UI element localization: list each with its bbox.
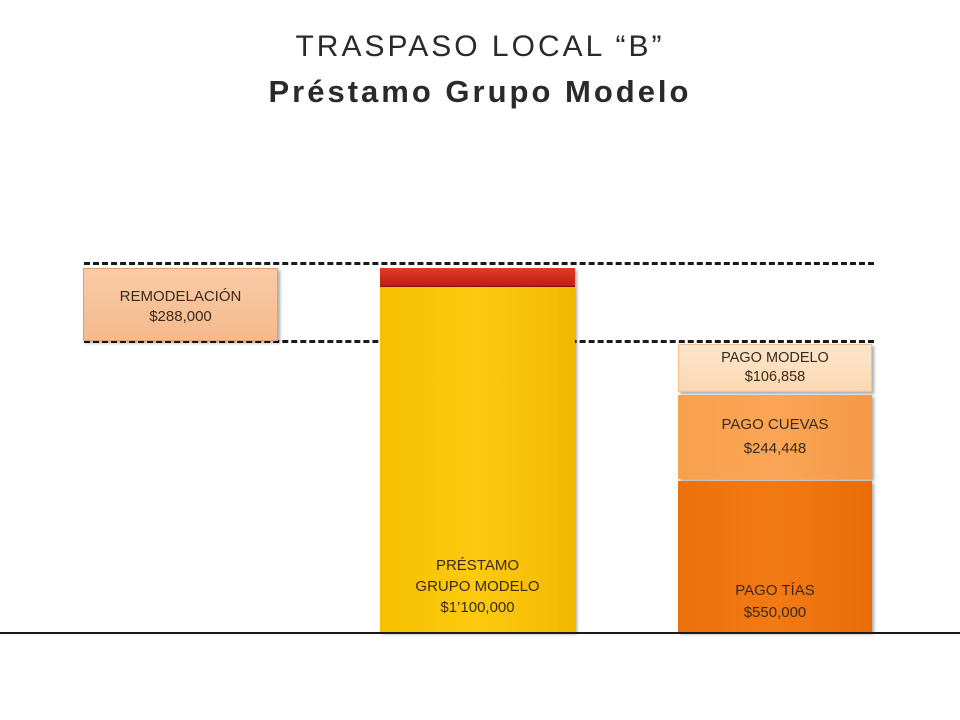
remodelacion-block: REMODELACIÓN $288,000	[83, 268, 278, 341]
pago-modelo-amount: $106,858	[744, 369, 806, 385]
pago-modelo-label: PAGO MODELO	[721, 350, 829, 366]
slide-subtitle: Préstamo Grupo Modelo	[268, 74, 692, 109]
pago-cuevas-amount: $244,448	[743, 440, 807, 457]
baseline	[0, 632, 960, 634]
pago-modelo-block: PAGO MODELO $106,858	[678, 344, 872, 392]
pago-tias-block: PAGO TÍAS $550,000	[678, 481, 872, 632]
prestamo-amount: $1’100,000	[440, 599, 515, 616]
slide-title: TRASPASO LOCAL “B”	[295, 30, 665, 63]
prestamo-label-line2: GRUPO MODELO	[415, 578, 540, 595]
pago-cuevas-block: PAGO CUEVAS $244,448	[678, 395, 872, 479]
pago-tias-amount: $550,000	[743, 604, 807, 621]
remodelacion-amount: $288,000	[149, 307, 212, 325]
remodelacion-label: REMODELACIÓN	[119, 287, 242, 305]
prestamo-block: PRÉSTAMO GRUPO MODELO $1’100,000	[380, 287, 575, 632]
prestamo-top-cap	[380, 268, 575, 287]
top-dashed-line	[84, 262, 874, 265]
pago-cuevas-label: PAGO CUEVAS	[721, 416, 829, 433]
prestamo-label-line1: PRÉSTAMO	[435, 557, 520, 574]
pago-tias-label: PAGO TÍAS	[735, 582, 815, 599]
